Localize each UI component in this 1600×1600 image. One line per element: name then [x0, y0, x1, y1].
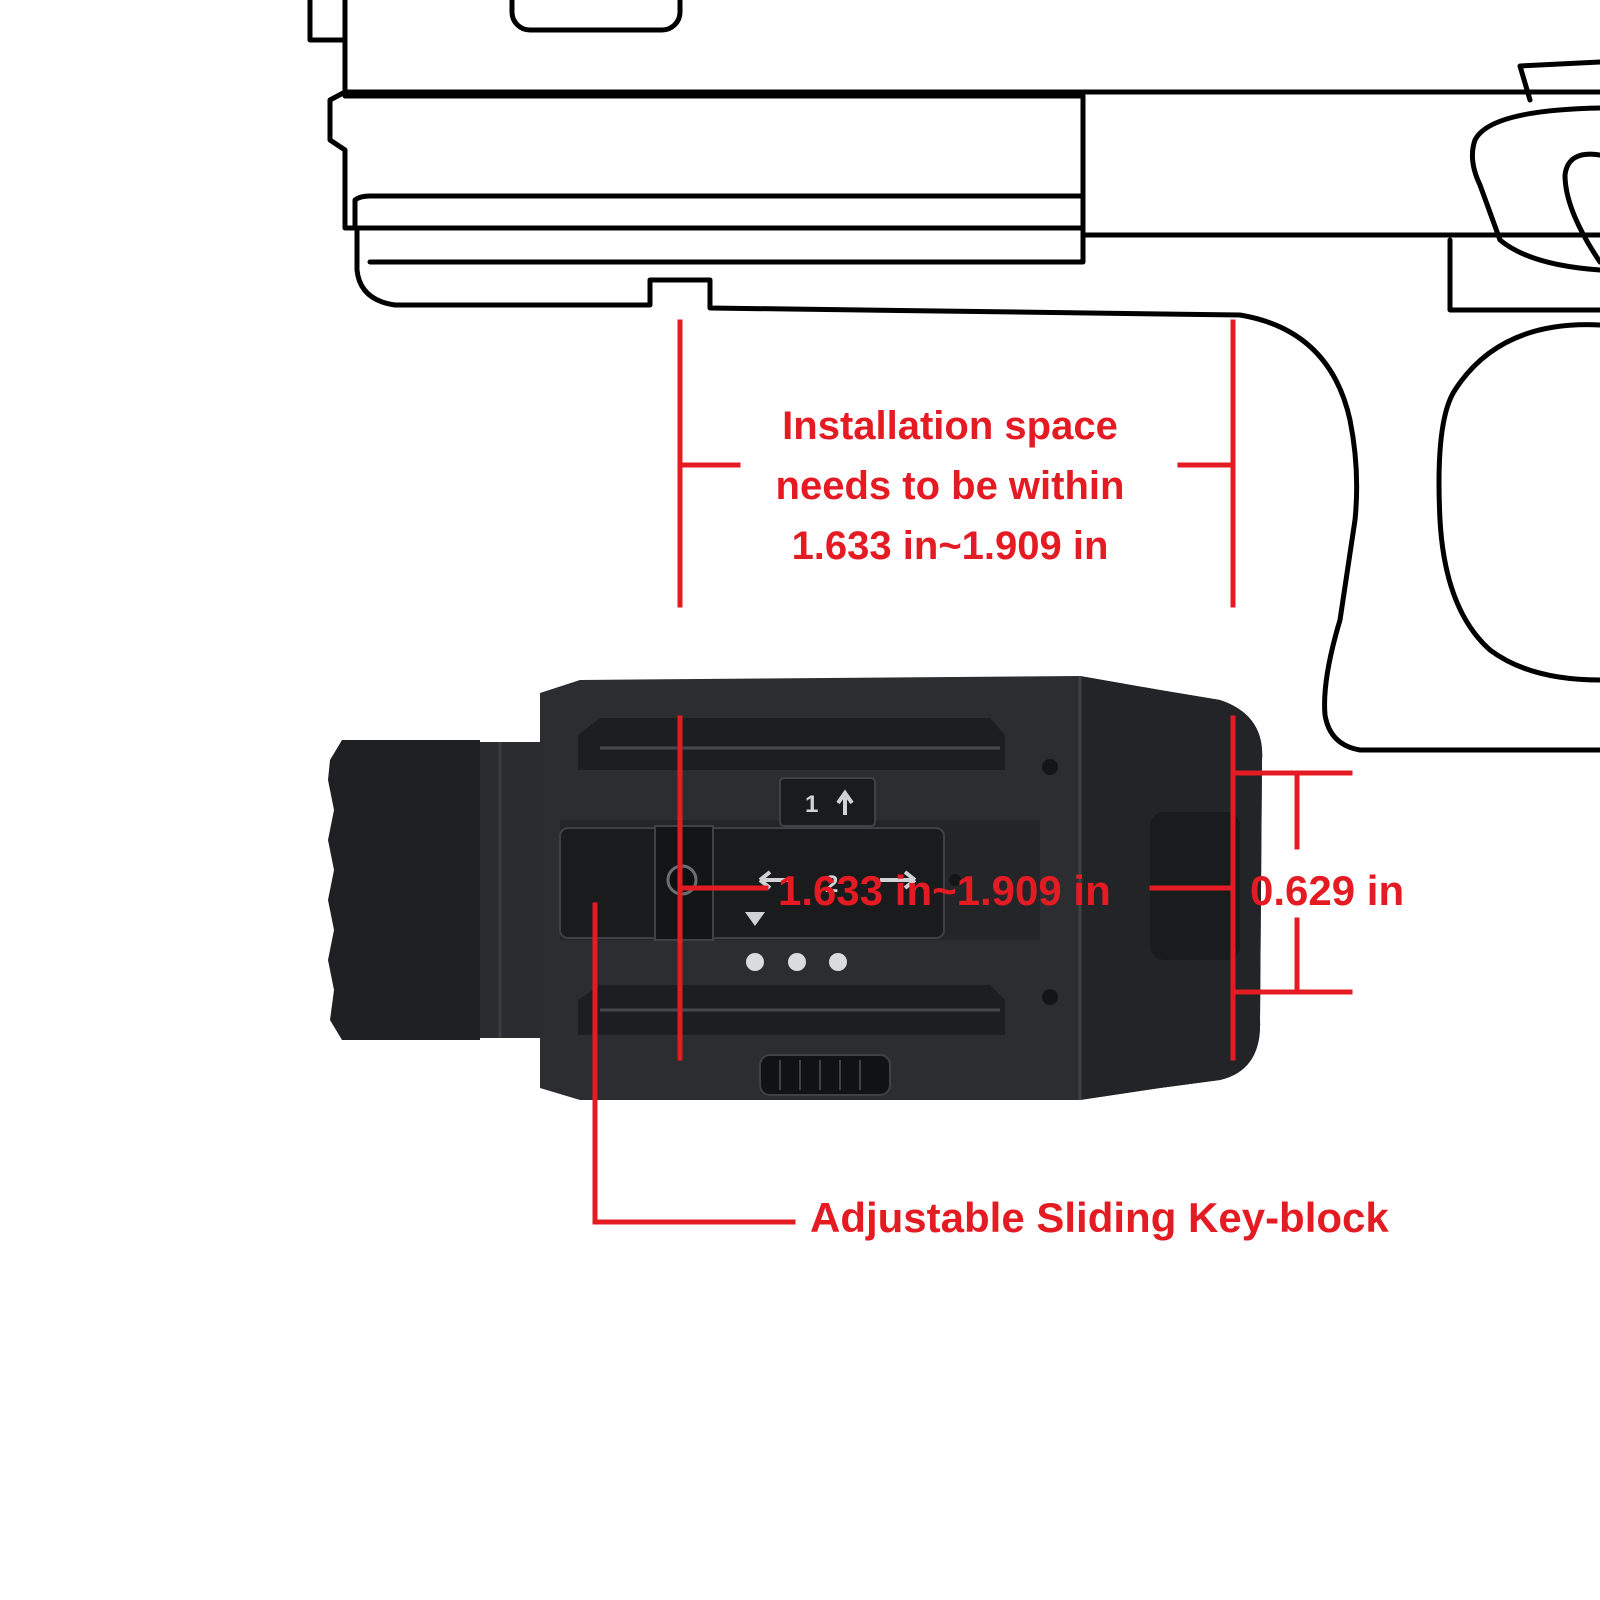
indicator-dot — [829, 953, 847, 971]
arrow-down-icon — [745, 912, 765, 926]
thumb-wheel — [759, 1054, 891, 1096]
body-screw-top — [1042, 759, 1058, 775]
switch-position-1: 1 — [805, 791, 818, 818]
trigger-guard — [1436, 322, 1600, 683]
takedown-slot — [1562, 151, 1600, 265]
dimension-annotations — [592, 319, 1353, 1225]
pistol-outline — [307, 0, 1600, 753]
light-neck — [480, 742, 540, 1038]
arrow-up-icon — [836, 789, 854, 815]
installation-space-label: Installation space needs to be within 1.… — [700, 396, 1200, 576]
upper-rail — [578, 718, 1005, 770]
slide-top — [342, 0, 1600, 95]
slide-front-panel — [342, 93, 1086, 265]
light-bezel — [328, 740, 480, 1040]
indicator-dot — [746, 953, 764, 971]
installation-space-line-1: Installation space — [782, 404, 1118, 448]
body-screw-mid — [949, 874, 961, 886]
slide-lock-lever — [1517, 59, 1600, 103]
key-block-leader — [592, 902, 796, 1225]
horizontal-dimension-label: 1.633 in~1.909 in — [778, 867, 1111, 914]
arrow-right-icon — [880, 870, 917, 890]
body-screw-bottom — [1042, 989, 1058, 1005]
position-switch — [779, 777, 876, 827]
slide-lower — [327, 89, 1086, 231]
installation-space-line-3: 1.633 in~1.909 in — [791, 524, 1109, 568]
takedown-lever — [1469, 105, 1600, 273]
thumb-wheel-knurl — [779, 1060, 861, 1090]
slide-right-section — [1080, 93, 1600, 238]
vertical-dimension-label: 0.629 in — [1250, 867, 1405, 914]
slide-rear-block — [307, 0, 348, 43]
frame-dust-cover — [354, 225, 1600, 753]
key-block-label: Adjustable Sliding Key-block — [810, 1194, 1389, 1241]
indicator-dot — [788, 953, 806, 971]
installation-space-line-2: needs to be within — [775, 464, 1125, 508]
slide-serration-window — [509, 0, 683, 33]
switch-position-2: 2 — [825, 871, 838, 898]
indicator-dots — [746, 953, 847, 971]
frame-step — [1447, 237, 1600, 313]
